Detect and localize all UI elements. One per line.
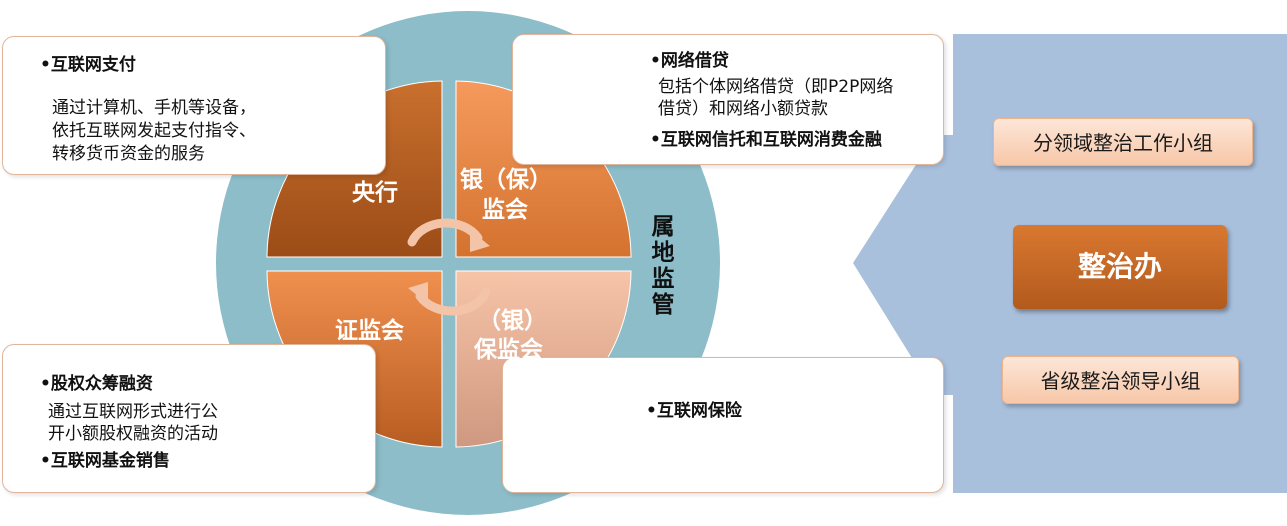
box-crowdfunding-title2: •互联网基金销售 [40, 451, 170, 471]
box-insurance-title: •互联网保险 [646, 401, 742, 421]
box-crowdfunding [2, 344, 376, 493]
local-supervision-char-4: 管 [651, 292, 675, 318]
label-central-bank: 央行 [352, 180, 398, 206]
box-payment-line1: 通过计算机、手机等设备， [52, 98, 256, 118]
box-lending [512, 34, 944, 165]
box-payment-line3: 转移货币资金的服务 [52, 144, 205, 164]
pill-sector-working-group: 分领域整治工作小组 [993, 118, 1253, 166]
label-insurance-regulator-line2: 保监会 [474, 337, 543, 363]
box-lending-line1: 包括个体网络借贷（即P2P网络 [658, 77, 894, 97]
label-banking-regulator-line2: 监会 [482, 197, 528, 223]
label-securities-regulator: 证监会 [335, 318, 404, 344]
left-arrow-shape [853, 135, 953, 395]
local-supervision-char-3: 监 [651, 266, 675, 292]
box-payment-line2: 依托互联网发起支付指令、 [52, 121, 256, 141]
pill-provincial-leading-group: 省级整治领导小组 [1002, 356, 1239, 404]
local-supervision-char-2: 地 [651, 240, 675, 266]
box-lending-title: •网络借贷 [650, 51, 729, 71]
box-payment-title: •互联网支付 [40, 55, 136, 75]
local-supervision-label: 属 地 监 管 [650, 214, 676, 318]
box-lending-title2: •互联网信托和互联网消费金融 [650, 130, 882, 150]
local-supervision-char-1: 属 [651, 214, 675, 240]
box-crowdfunding-title: •股权众筹融资 [40, 374, 153, 394]
box-insurance [502, 357, 944, 493]
box-crowdfunding-line1: 通过互联网形式进行公 [48, 402, 218, 422]
label-banking-regulator-line1: 银（保） [460, 167, 552, 193]
label-insurance-regulator-line1: （银） [478, 308, 547, 334]
cycle-arrows-icon [407, 218, 491, 316]
box-payment [2, 36, 386, 175]
pill-rectification-office: 整治办 [1013, 225, 1227, 309]
box-crowdfunding-line2: 开小额股权融资的活动 [48, 424, 218, 444]
box-lending-line2: 借贷）和网络小额贷款 [658, 99, 828, 119]
